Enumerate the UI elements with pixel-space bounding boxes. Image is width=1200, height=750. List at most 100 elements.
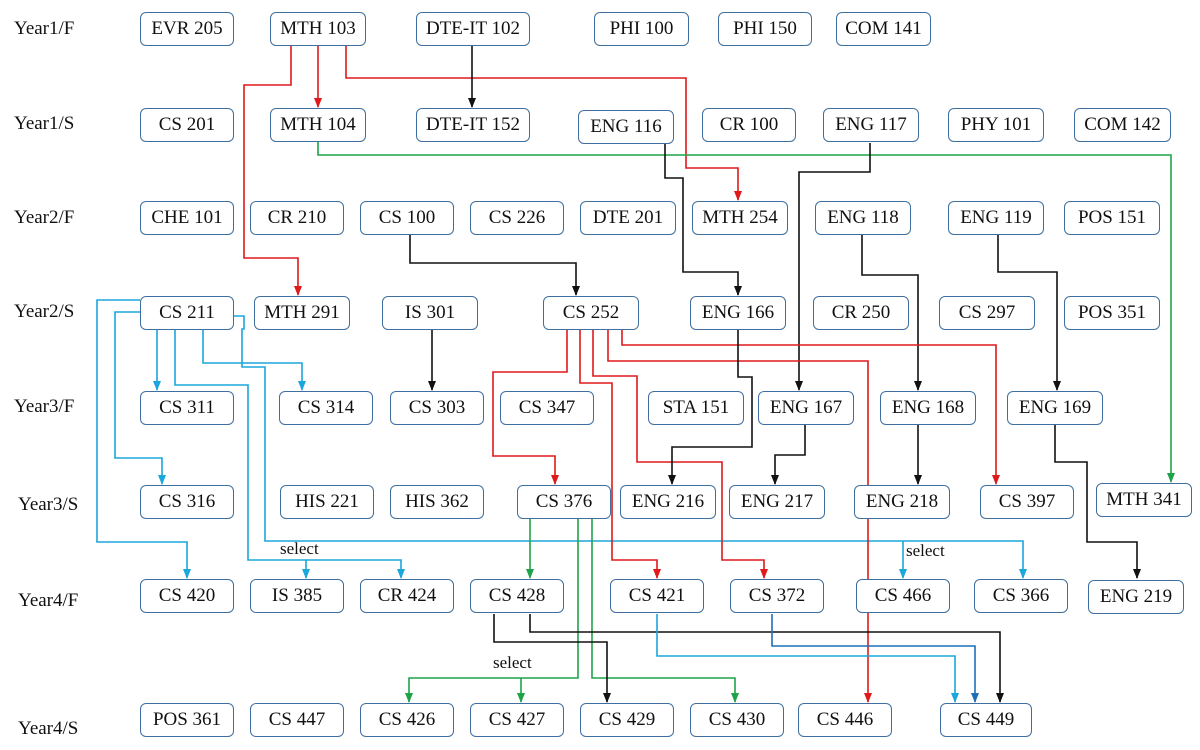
edge-cs428-cs449 [529,614,1004,703]
course-cs303: CS 303 [390,391,484,425]
course-cr424: CR 424 [360,579,454,613]
course-sta151: STA 151 [648,391,744,425]
course-mth254: MTH 254 [692,201,788,235]
course-cs226: CS 226 [470,201,564,235]
course-pos351: POS 351 [1064,296,1160,330]
course-cr210: CR 210 [250,201,344,235]
course-dteit102: DTE-IT 102 [416,12,530,46]
course-eng167: ENG 167 [758,391,854,425]
course-is385: IS 385 [250,579,344,613]
row-label-year1-fall: Year1/F [14,18,75,39]
edge-eng167-eng217 [771,425,806,485]
select-note-cs466-cs366: select [906,541,945,560]
edge-cs211-is385 [174,329,310,579]
course-mth104: MTH 104 [270,108,366,142]
edge-cs211-cs316 [114,311,166,485]
course-cs316: CS 316 [140,485,234,519]
edge-mth103-mth254 [345,46,742,201]
edge-eng119-eng169 [997,234,1061,391]
course-phi100: PHI 100 [594,12,689,46]
course-mth103: MTH 103 [270,12,366,46]
edge-cs211-cr424 [306,559,405,579]
course-pos361: POS 361 [140,703,234,737]
edge-eng169-eng219 [1054,425,1141,579]
course-cs446: CS 446 [798,703,892,737]
course-cs397: CS 397 [980,485,1074,519]
course-cs314: CS 314 [279,391,373,425]
course-cs421: CS 421 [610,579,704,613]
course-cs428: CS 428 [470,579,564,613]
edge-cs252-cs397 [621,329,1000,485]
course-cs347: CS 347 [500,391,594,425]
course-phi150: PHI 150 [718,12,812,46]
course-cs429: CS 429 [580,703,674,737]
edge-cs252-cs376 [492,329,568,485]
edge-cs211-cs420 [96,299,191,579]
course-eng117: ENG 117 [823,108,919,142]
course-cs420: CS 420 [140,579,234,613]
edge-cs376-cs430 [591,518,739,703]
course-dte201: DTE 201 [580,201,676,235]
edge-cs100-cs252 [409,234,580,296]
edge-cs252-cs372 [592,329,768,579]
course-cs100: CS 100 [360,201,454,235]
course-cs311: CS 311 [140,391,234,425]
edge-mth103-mth291 [243,46,302,296]
course-eng119: ENG 119 [948,201,1044,235]
course-eng166: ENG 166 [690,296,786,330]
course-cr100: CR 100 [702,108,796,142]
row-label-year4-fall: Year4/F [18,590,79,611]
course-cs211: CS 211 [140,296,234,330]
row-label-year4-spring: Year4/S [18,718,79,739]
course-pos151: POS 151 [1064,201,1160,235]
row-label-year1-spring: Year1/S [14,113,75,134]
course-phy101: PHY 101 [948,108,1044,142]
edge-cs252-cs421 [579,329,661,579]
course-eng118: ENG 118 [815,201,911,235]
row-label-year3-spring: Year3/S [18,494,79,515]
edge-eng118-eng168 [861,234,922,391]
select-note-cs426-cs430: select [493,653,532,672]
course-dteit152: DTE-IT 152 [416,108,530,142]
edge-cs428-cs429 [493,614,611,703]
course-cs426: CS 426 [360,703,454,737]
course-cr250: CR 250 [813,296,909,330]
course-com142: COM 142 [1074,108,1171,142]
edge-cs211-cs366 [234,315,1027,579]
row-label-year2-fall: Year2/F [14,207,75,228]
course-cs366: CS 366 [974,579,1068,613]
edge-eng166-eng216 [668,329,753,485]
edge-eng117-eng167 [795,143,871,391]
course-cs372: CS 372 [730,579,824,613]
course-cs430: CS 430 [690,703,784,737]
select-note-is385-cr424: select [280,539,319,558]
course-cs201: CS 201 [140,108,234,142]
course-cs376: CS 376 [517,485,611,519]
course-cs252: CS 252 [543,296,639,330]
course-eng219: ENG 219 [1088,580,1184,614]
course-eng168: ENG 168 [880,391,976,425]
course-cs297: CS 297 [939,296,1035,330]
course-che101: CHE 101 [140,201,234,235]
course-mth291: MTH 291 [254,296,350,330]
course-his362: HIS 362 [390,485,484,519]
course-cs466: CS 466 [856,579,950,613]
course-cs427: CS 427 [470,703,564,737]
course-is301: IS 301 [382,296,478,330]
row-label-year3-fall: Year3/F [14,396,75,417]
course-eng217: ENG 217 [729,485,825,519]
course-com141: COM 141 [836,12,931,46]
edge-cs421-cs449 [656,614,959,703]
course-mth341: MTH 341 [1096,483,1192,517]
course-eng216: ENG 216 [620,485,716,519]
edge-mth104-mth341 [317,141,1175,483]
edge-cs372-cs449 [771,614,979,703]
row-label-year2-spring: Year2/S [14,301,75,322]
edge-cs211-cs314 [202,329,306,391]
course-evr205: EVR 205 [140,12,234,46]
course-eng169: ENG 169 [1007,391,1103,425]
course-eng116: ENG 116 [578,110,674,144]
course-eng218: ENG 218 [854,485,950,519]
